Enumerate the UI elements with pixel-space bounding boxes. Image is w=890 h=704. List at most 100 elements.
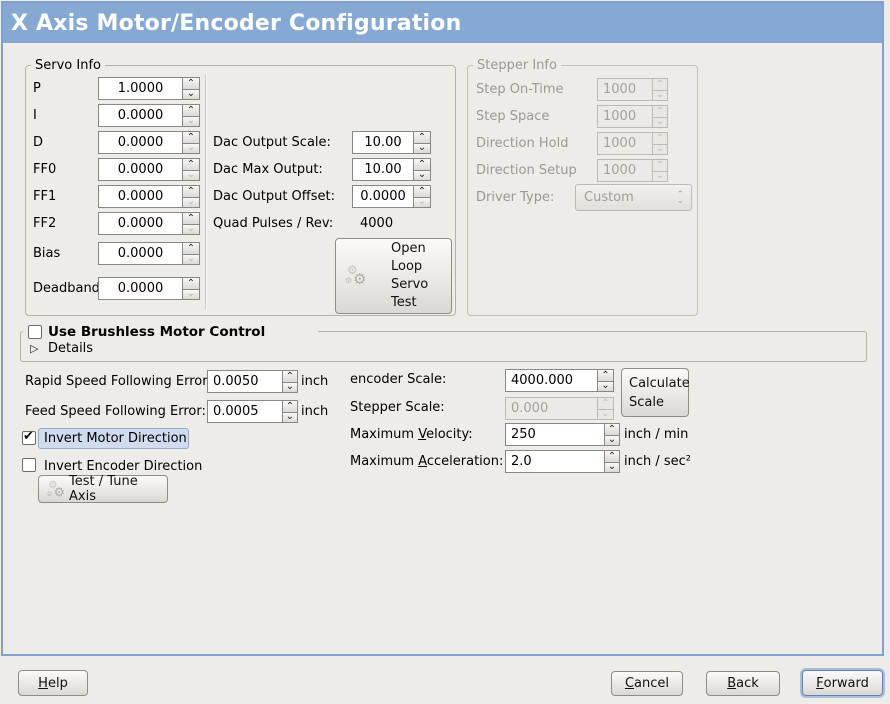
spin-down-button[interactable]: ⌄ [605, 434, 620, 446]
servo-param-label: P [33, 81, 41, 96]
invert-motor-label-highlight[interactable]: Invert Motor Direction [38, 428, 189, 449]
stepper-scale-label: Stepper Scale: [350, 400, 445, 415]
servo-param-row: FF0 0.0000 ⌃⌄ [0, 158, 456, 181]
dac-label: Dac Max Output: [213, 162, 323, 177]
stepper-param-spin: ⌃⌄ [653, 132, 668, 155]
quad-pulses-value: 4000 [360, 216, 394, 231]
spin-up-button[interactable]: ⌃ [183, 104, 200, 116]
details-expander-icon[interactable]: ▷ [30, 342, 39, 355]
open-loop-servo-test-button[interactable]: ⚙⚙⚙ Open Loop Servo Test [335, 238, 452, 314]
encoder-scale-input[interactable]: 4000.000 [505, 369, 598, 392]
spin-down-button[interactable]: ⌄ [183, 196, 200, 208]
details-expander-label[interactable]: Details [48, 341, 94, 356]
max-accel-input[interactable]: 2.0 [505, 450, 605, 473]
stepper-param-row: Direction Hold 1000 ⌃⌄ [0, 132, 698, 155]
stepper-scale-input: 0.000 [505, 397, 598, 420]
spin-up-button[interactable]: ⌃ [183, 212, 200, 224]
spin-down-button[interactable]: ⌄ [183, 169, 200, 181]
max-velocity-label: Maximum Velocity: [350, 427, 473, 442]
invert-encoder-label[interactable]: Invert Encoder Direction [44, 459, 203, 474]
spin-down-button: ⌄ [598, 408, 614, 420]
dac-row: Dac Output Scale: 10.00 ⌃⌄ [0, 131, 456, 154]
servo-column-separator [205, 74, 207, 310]
spin-down-button[interactable]: ⌄ [605, 461, 620, 473]
dac-row: Dac Output Offset: 0.0000 ⌃⌄ [0, 185, 456, 208]
spin-up-button[interactable]: ⌃ [414, 158, 431, 170]
servo-param-row: D 0.0000 ⌃⌄ [0, 131, 456, 154]
invert-encoder-checkbox[interactable] [22, 458, 36, 472]
spin-down-button: ⌄ [653, 89, 668, 101]
servo-param-label: Bias [33, 246, 61, 261]
spin-down-button[interactable]: ⌄ [414, 196, 431, 208]
spin-down-button[interactable]: ⌄ [183, 142, 200, 154]
servo-param-input[interactable]: 0.0000 [98, 277, 183, 300]
spin-up-button: ⌃ [653, 159, 668, 171]
spin-down-button[interactable]: ⌄ [183, 288, 200, 300]
servo-param-spin: ⌃⌄ [183, 277, 200, 300]
servo-param-spin: ⌃⌄ [183, 212, 200, 235]
brushless-label-patch [23, 323, 318, 340]
spin-up-button[interactable]: ⌃ [183, 131, 200, 143]
servo-param-input[interactable]: 0.0000 [98, 185, 183, 208]
servo-param-input[interactable]: 1.0000 [98, 77, 183, 100]
spin-up-button[interactable]: ⌃ [183, 277, 200, 289]
spin-down-button[interactable]: ⌄ [183, 115, 200, 127]
servo-param-label: D [33, 135, 44, 150]
invert-motor-checkbox[interactable]: ✔ [22, 429, 36, 445]
quad-pulses-label: Quad Pulses / Rev: [213, 216, 334, 231]
test-tune-axis-label: Test / Tune Axis [69, 474, 138, 504]
spin-down-button: ⌄ [653, 116, 668, 128]
spin-up-button[interactable]: ⌃ [183, 158, 200, 170]
feed-error-input[interactable]: 0.0005 [207, 400, 283, 423]
max-velocity-input[interactable]: 250 [505, 423, 605, 446]
use-brushless-checkbox[interactable] [28, 325, 42, 339]
spin-down-button[interactable]: ⌄ [183, 253, 200, 265]
spin-up-button[interactable]: ⌃ [598, 369, 614, 381]
spin-up-button[interactable]: ⌃ [183, 185, 200, 197]
servo-param-spin: ⌃⌄ [183, 158, 200, 181]
spin-up-button[interactable]: ⌃ [283, 370, 298, 382]
spin-down-button[interactable]: ⌄ [598, 380, 614, 392]
spin-up-button: ⌃ [653, 105, 668, 117]
spin-up-button: ⌃ [598, 397, 614, 409]
dac-input[interactable]: 10.00 [352, 131, 414, 154]
gears-icon: ⚙⚙⚙ [345, 263, 367, 288]
dac-input[interactable]: 0.0000 [352, 185, 414, 208]
spin-up-button[interactable]: ⌃ [183, 77, 200, 89]
calculate-scale-button[interactable]: Calculate Scale [621, 368, 690, 417]
dac-spin: ⌃⌄ [414, 131, 431, 154]
dac-input[interactable]: 10.00 [352, 158, 414, 181]
spin-down-button[interactable]: ⌄ [183, 88, 200, 100]
spin-down-button[interactable]: ⌄ [283, 381, 298, 393]
dac-label: Dac Output Scale: [213, 135, 331, 150]
spin-down-button: ⌄ [653, 143, 668, 155]
spin-up-button[interactable]: ⌃ [605, 450, 620, 462]
servo-param-input[interactable]: 0.0000 [98, 158, 183, 181]
spin-up-button[interactable]: ⌃ [414, 131, 431, 143]
spin-up-button[interactable]: ⌃ [283, 400, 298, 412]
rapid-error-input[interactable]: 0.0050 [207, 370, 283, 393]
spin-down-button[interactable]: ⌄ [414, 142, 431, 154]
servo-param-input[interactable]: 0.0000 [98, 104, 183, 127]
servo-param-label: FF2 [33, 216, 57, 231]
servo-param-input[interactable]: 0.0000 [98, 242, 183, 265]
servo-param-row: P 1.0000 ⌃⌄ [0, 77, 456, 100]
spin-up-button: ⌃ [653, 78, 668, 90]
spin-up-button[interactable]: ⌃ [605, 423, 620, 435]
use-brushless-label: Use Brushless Motor Control [48, 324, 266, 340]
test-tune-axis-button[interactable]: ⚙⚙⚙ Test / Tune Axis [38, 474, 168, 504]
spin-up-button[interactable]: ⌃ [183, 242, 200, 254]
spin-up-button[interactable]: ⌃ [414, 185, 431, 197]
servo-param-input[interactable]: 0.0000 [98, 131, 183, 154]
servo-param-input[interactable]: 0.0000 [98, 212, 183, 235]
driver-type-select[interactable]: Custom ⌃⌄ [575, 184, 692, 211]
spin-down-button[interactable]: ⌄ [183, 223, 200, 235]
brushless-group [20, 331, 867, 362]
stepper-param-input: 1000 [597, 132, 653, 155]
spin-down-button[interactable]: ⌄ [283, 411, 298, 423]
spin-down-button[interactable]: ⌄ [414, 169, 431, 181]
